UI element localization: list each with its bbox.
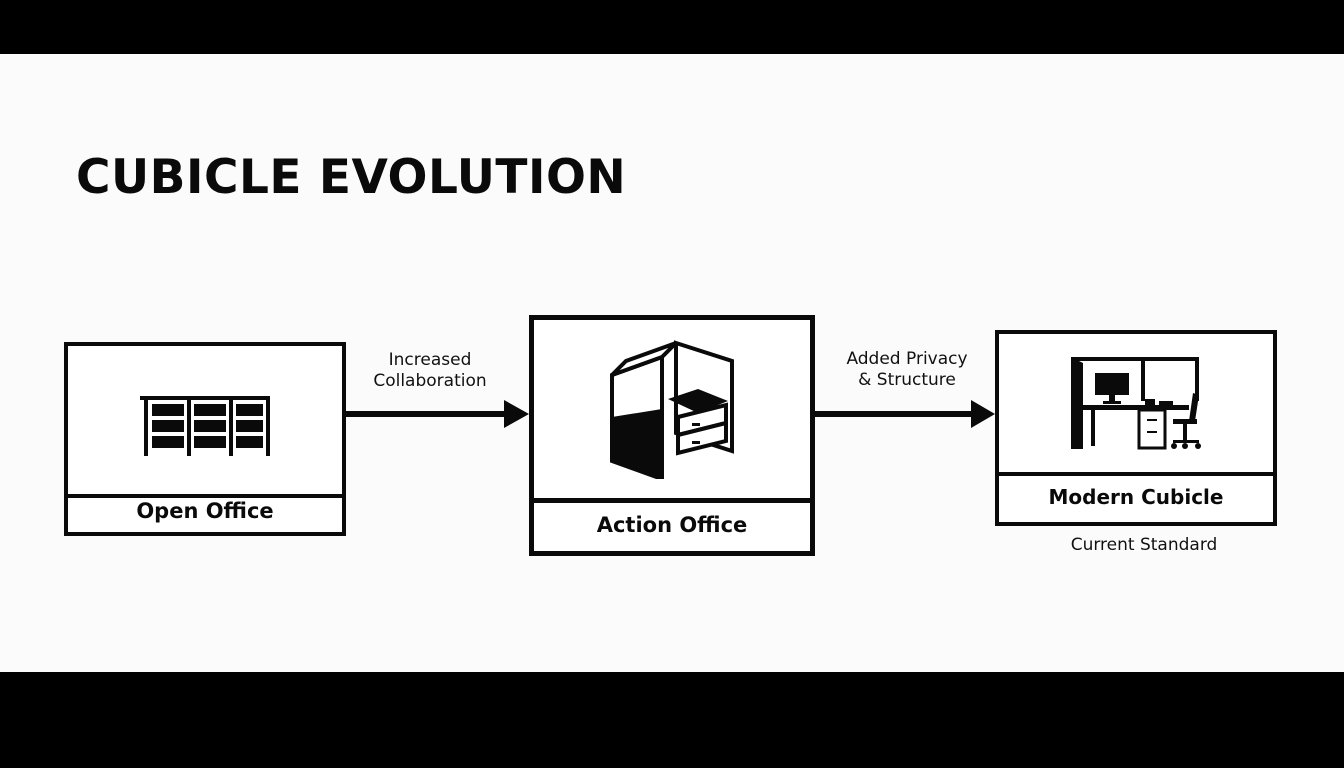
stage-modern-cubicle-note: Current Standard [1070, 535, 1218, 555]
cubicle-panel-icon [610, 340, 734, 479]
modern-workstation-icon [1071, 357, 1201, 450]
stage-action-office-label: Action Office [596, 512, 748, 537]
stage-open-office-label: Open Office [136, 499, 274, 523]
stage-action-office-icon-area [534, 320, 810, 503]
stage-open-office-icon-area [68, 346, 342, 498]
desk-row-icon [140, 396, 270, 456]
transition-label-collaboration: Increased Collaboration [366, 350, 494, 392]
transition-label-line2: & Structure [858, 370, 956, 390]
transition-label-line1: Increased [388, 350, 472, 370]
transition-label-line2: Collaboration [373, 371, 487, 391]
letterbox-top [0, 0, 1344, 54]
transition-label-line1: Added Privacy [846, 349, 968, 369]
stage-modern-cubicle-label: Modern Cubicle [1048, 485, 1224, 509]
stage-modern-cubicle-icon-area [999, 334, 1273, 476]
stage-modern-cubicle: Modern Cubicle [995, 330, 1277, 526]
letterbox-bottom [0, 672, 1344, 768]
diagram-title: CUBICLE EVOLUTION [76, 150, 627, 205]
stage-open-office: Open Office [64, 342, 346, 536]
stage-action-office: Action Office [529, 315, 815, 556]
transition-label-privacy: Added Privacy & Structure [842, 349, 972, 391]
